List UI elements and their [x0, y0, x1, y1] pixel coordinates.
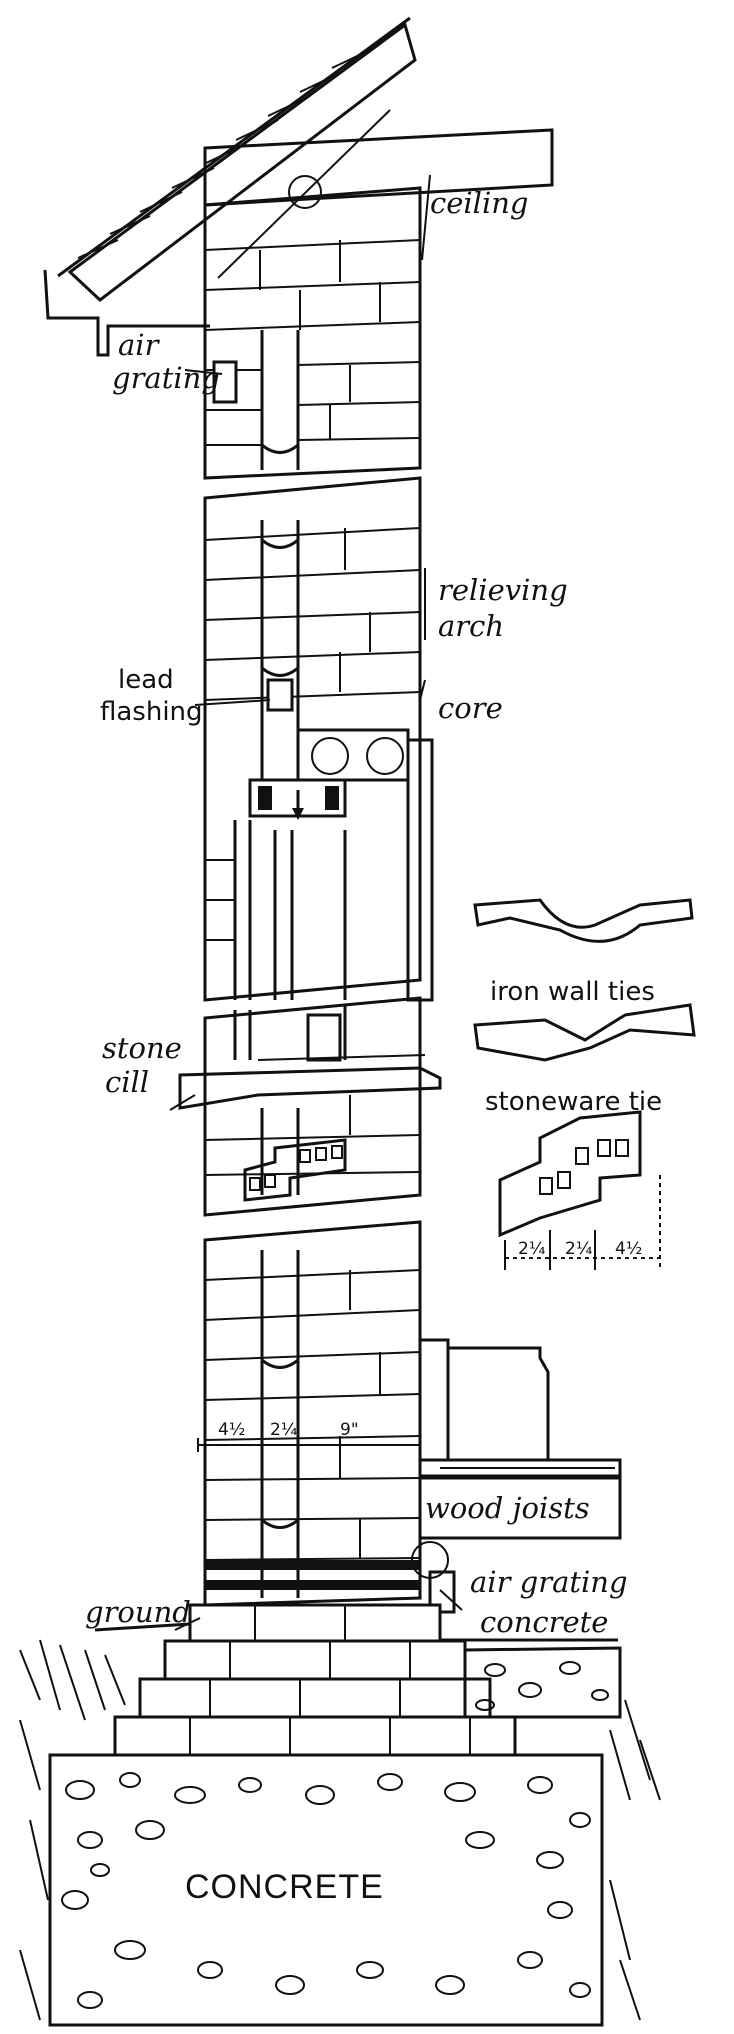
label-stoneware-tie: stoneware tie [485, 1087, 662, 1117]
labels: ceiling air grating relieving arch lead … [85, 186, 662, 1906]
label-lead-1: lead [118, 665, 174, 695]
roof-eaves [43, 16, 554, 357]
label-core: core [438, 691, 503, 725]
tie-dim-label-b: 2¼ [565, 1239, 592, 1259]
upper-wall-segment [203, 186, 422, 480]
label-lead-2: flashing [100, 697, 203, 727]
iron-wall-ties-detail [473, 898, 696, 1062]
stoneware-tie-in-wall [243, 1138, 347, 1202]
tie-dim-label-a: 2¼ [518, 1239, 545, 1259]
dim-label-9-inch: 9" [340, 1420, 359, 1440]
middle-wall-segment [203, 476, 434, 1002]
label-concrete-right: concrete [480, 1605, 608, 1639]
stoneware-tie-detail [498, 1110, 661, 1270]
leader-lines [169, 174, 463, 1631]
label-stone-1: stone [102, 1031, 182, 1065]
label-concrete-footing: CONCRETE [185, 1868, 384, 1906]
floor-construction [411, 1338, 622, 1579]
label-ground: ground [85, 1595, 191, 1629]
label-air-grating-top-2: grating [112, 361, 220, 395]
dim-label-4-half: 4½ [218, 1420, 245, 1440]
label-relieving-2: arch [438, 609, 504, 643]
foundation-footings [19, 1603, 661, 2027]
window-frame [233, 738, 434, 1002]
label-air-grating-top-1: air [118, 328, 161, 362]
dim-label-2-quarter: 2¼ [270, 1420, 297, 1440]
tie-dim-label-c: 4½ [615, 1239, 642, 1259]
label-relieving-1: relieving [438, 573, 568, 607]
label-stone-2: cill [105, 1065, 149, 1099]
label-wood-joists: wood joists [425, 1491, 590, 1525]
lower-wall-segment [197, 1220, 456, 1614]
concrete-aggregate [61, 1772, 591, 2009]
label-iron-wall-ties: iron wall ties [490, 977, 655, 1007]
cill-wall-segment [178, 996, 442, 1217]
label-ceiling: ceiling [430, 186, 528, 220]
ground-hatching [19, 1639, 661, 2021]
label-air-grating-bottom: air grating [470, 1565, 628, 1599]
